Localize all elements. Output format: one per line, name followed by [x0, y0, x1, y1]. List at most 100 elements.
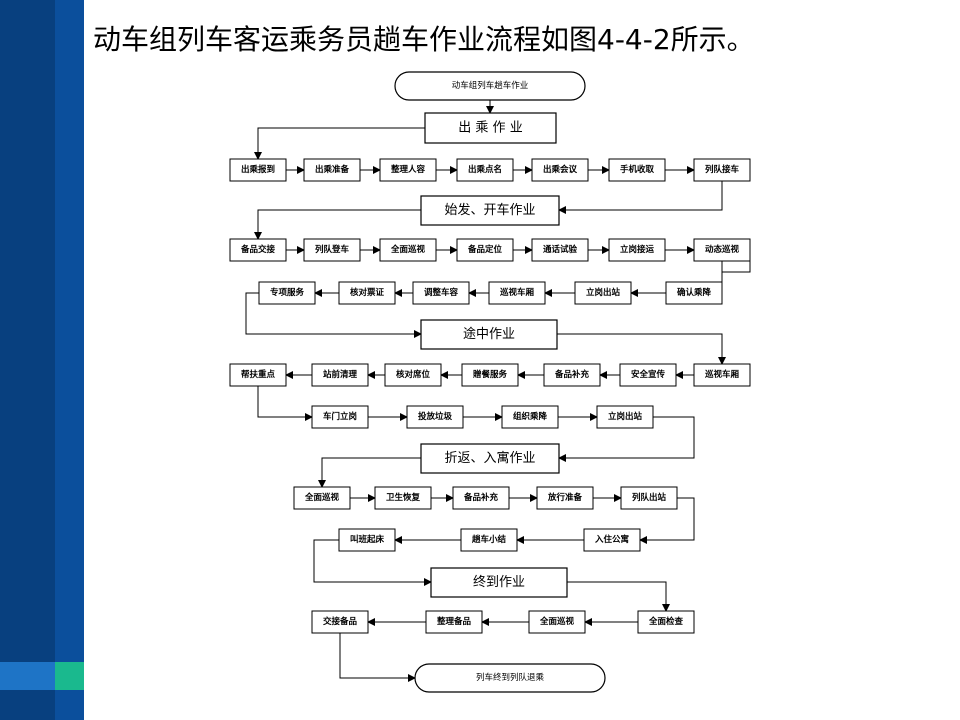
stage-label: 出 乘 作 业: [458, 121, 522, 136]
flow-step-label: 立岗出站: [586, 287, 621, 298]
flow-step-label: 手机收取: [620, 164, 655, 175]
flow-step: [229, 363, 287, 387]
flow-step: [528, 610, 586, 634]
flow-step: [693, 158, 751, 182]
flow-step-label: 备品补充: [463, 492, 499, 503]
flow-step-label: 核对席位: [396, 369, 431, 380]
flow-step-label: 趟车小结: [471, 534, 507, 545]
flow-step: [379, 158, 437, 182]
flow-step: [531, 158, 589, 182]
flow-step-label: 车门立岗: [323, 411, 357, 422]
stage-box: [424, 112, 557, 144]
flow-step: [596, 405, 654, 429]
flow-connector: [558, 416, 695, 462]
flow-step-label: 卫生恢复: [386, 492, 421, 503]
flow-connector: [257, 386, 313, 421]
flow-connector: [558, 181, 723, 214]
flow-step-label: 入住公寓: [594, 534, 630, 545]
sidebar-accent-blue: [0, 662, 55, 690]
flow-step-label: 核对票证: [350, 287, 385, 298]
slide-title: 动车组列车客运乘务员趟车作业流程如图4-4-2所示。: [93, 23, 755, 56]
sidebar-dark-strip: [0, 0, 55, 720]
flow-step-label: 整理备品: [437, 616, 472, 627]
flow-step: [229, 158, 287, 182]
flow-step: [693, 238, 751, 262]
sidebar-accent-green: [55, 662, 84, 690]
flow-step: [311, 610, 369, 634]
flow-step-label: 放行准备: [547, 492, 583, 503]
flow-step-label: 备品定位: [467, 244, 503, 255]
flow-connector: [339, 633, 416, 682]
flow-step-label: 全面检查: [648, 616, 684, 627]
flow-step: [531, 238, 589, 262]
stage-label: 折返、入寓作业: [444, 450, 535, 466]
stage-box: [420, 319, 558, 350]
flow-step: [338, 281, 396, 305]
flow-step: [460, 528, 518, 552]
flow-step: [536, 486, 594, 510]
flow-step-label: 整理人容: [391, 164, 426, 175]
stage-label: 始发、开车作业: [444, 202, 535, 218]
flow-step-label: 交接备品: [323, 616, 358, 627]
flow-step: [452, 486, 510, 510]
flow-step: [406, 405, 464, 429]
stage-box: [420, 195, 560, 226]
flow-step-label: 通话试验: [543, 244, 578, 255]
flow-step: [229, 238, 287, 262]
flow-step-label: 备品补充: [554, 369, 590, 380]
flow-step: [456, 158, 514, 182]
flow-step-label: 出乘报到: [241, 164, 275, 175]
flow-step: [665, 281, 723, 305]
flow-step: [543, 363, 601, 387]
flow-step-label: 投放垃圾: [418, 411, 453, 422]
flow-step-label: 列队接车: [705, 164, 740, 175]
flow-step-label: 列队登车: [315, 244, 350, 255]
flow-step: [461, 363, 519, 387]
flow-step: [303, 158, 361, 182]
flow-step: [574, 281, 632, 305]
flow-step-label: 列队出站: [632, 492, 667, 503]
flow-connector: [318, 457, 421, 488]
flow-step: [425, 610, 483, 634]
flow-connector: [254, 127, 425, 160]
flow-step: [608, 238, 666, 262]
start-terminal-label: 动车组列车趟车作业: [452, 80, 529, 91]
flow-connector: [245, 292, 422, 338]
flow-connector: [557, 333, 726, 365]
flow-step: [637, 610, 695, 634]
flow-step-label: 出乘准备: [315, 164, 350, 175]
stage-box: [430, 567, 568, 598]
flow-step: [379, 238, 437, 262]
flow-step-label: 立岗出站: [608, 411, 643, 422]
stage-label: 终到作业: [473, 574, 525, 590]
flow-step-label: 帮扶重点: [241, 369, 276, 380]
flow-step: [608, 158, 666, 182]
flow-step-label: 全面巡视: [539, 616, 575, 627]
flow-step: [619, 363, 677, 387]
flow-step: [456, 238, 514, 262]
flow-connector: [567, 581, 670, 612]
flow-step: [620, 486, 678, 510]
flow-step: [488, 281, 546, 305]
flow-step: [374, 486, 432, 510]
flow-step: [583, 528, 641, 552]
flow-step-label: 全面巡视: [304, 492, 340, 503]
flow-step: [384, 363, 442, 387]
flow-step-label: 专项服务: [270, 287, 305, 298]
flow-step-label: 出乘会议: [543, 164, 578, 175]
flow-connector: [639, 497, 695, 544]
flow-step-label: 全面巡视: [390, 244, 426, 255]
flow-step-label: 贈餐服务: [473, 369, 508, 380]
flow-step: [293, 486, 351, 510]
flow-step: [412, 281, 470, 305]
flow-step: [311, 363, 369, 387]
flow-step: [338, 528, 396, 552]
flow-step-label: 巡视车厢: [500, 287, 535, 298]
flow-step-label: 安全宣传: [631, 369, 666, 380]
flow-step-label: 站前清理: [323, 369, 358, 380]
flow-step-label: 动态巡视: [705, 244, 740, 255]
flow-step-label: 巡视车厢: [705, 369, 740, 380]
end-terminal: [414, 663, 606, 693]
end-terminal-label: 列车终到列队退乘: [476, 672, 545, 683]
